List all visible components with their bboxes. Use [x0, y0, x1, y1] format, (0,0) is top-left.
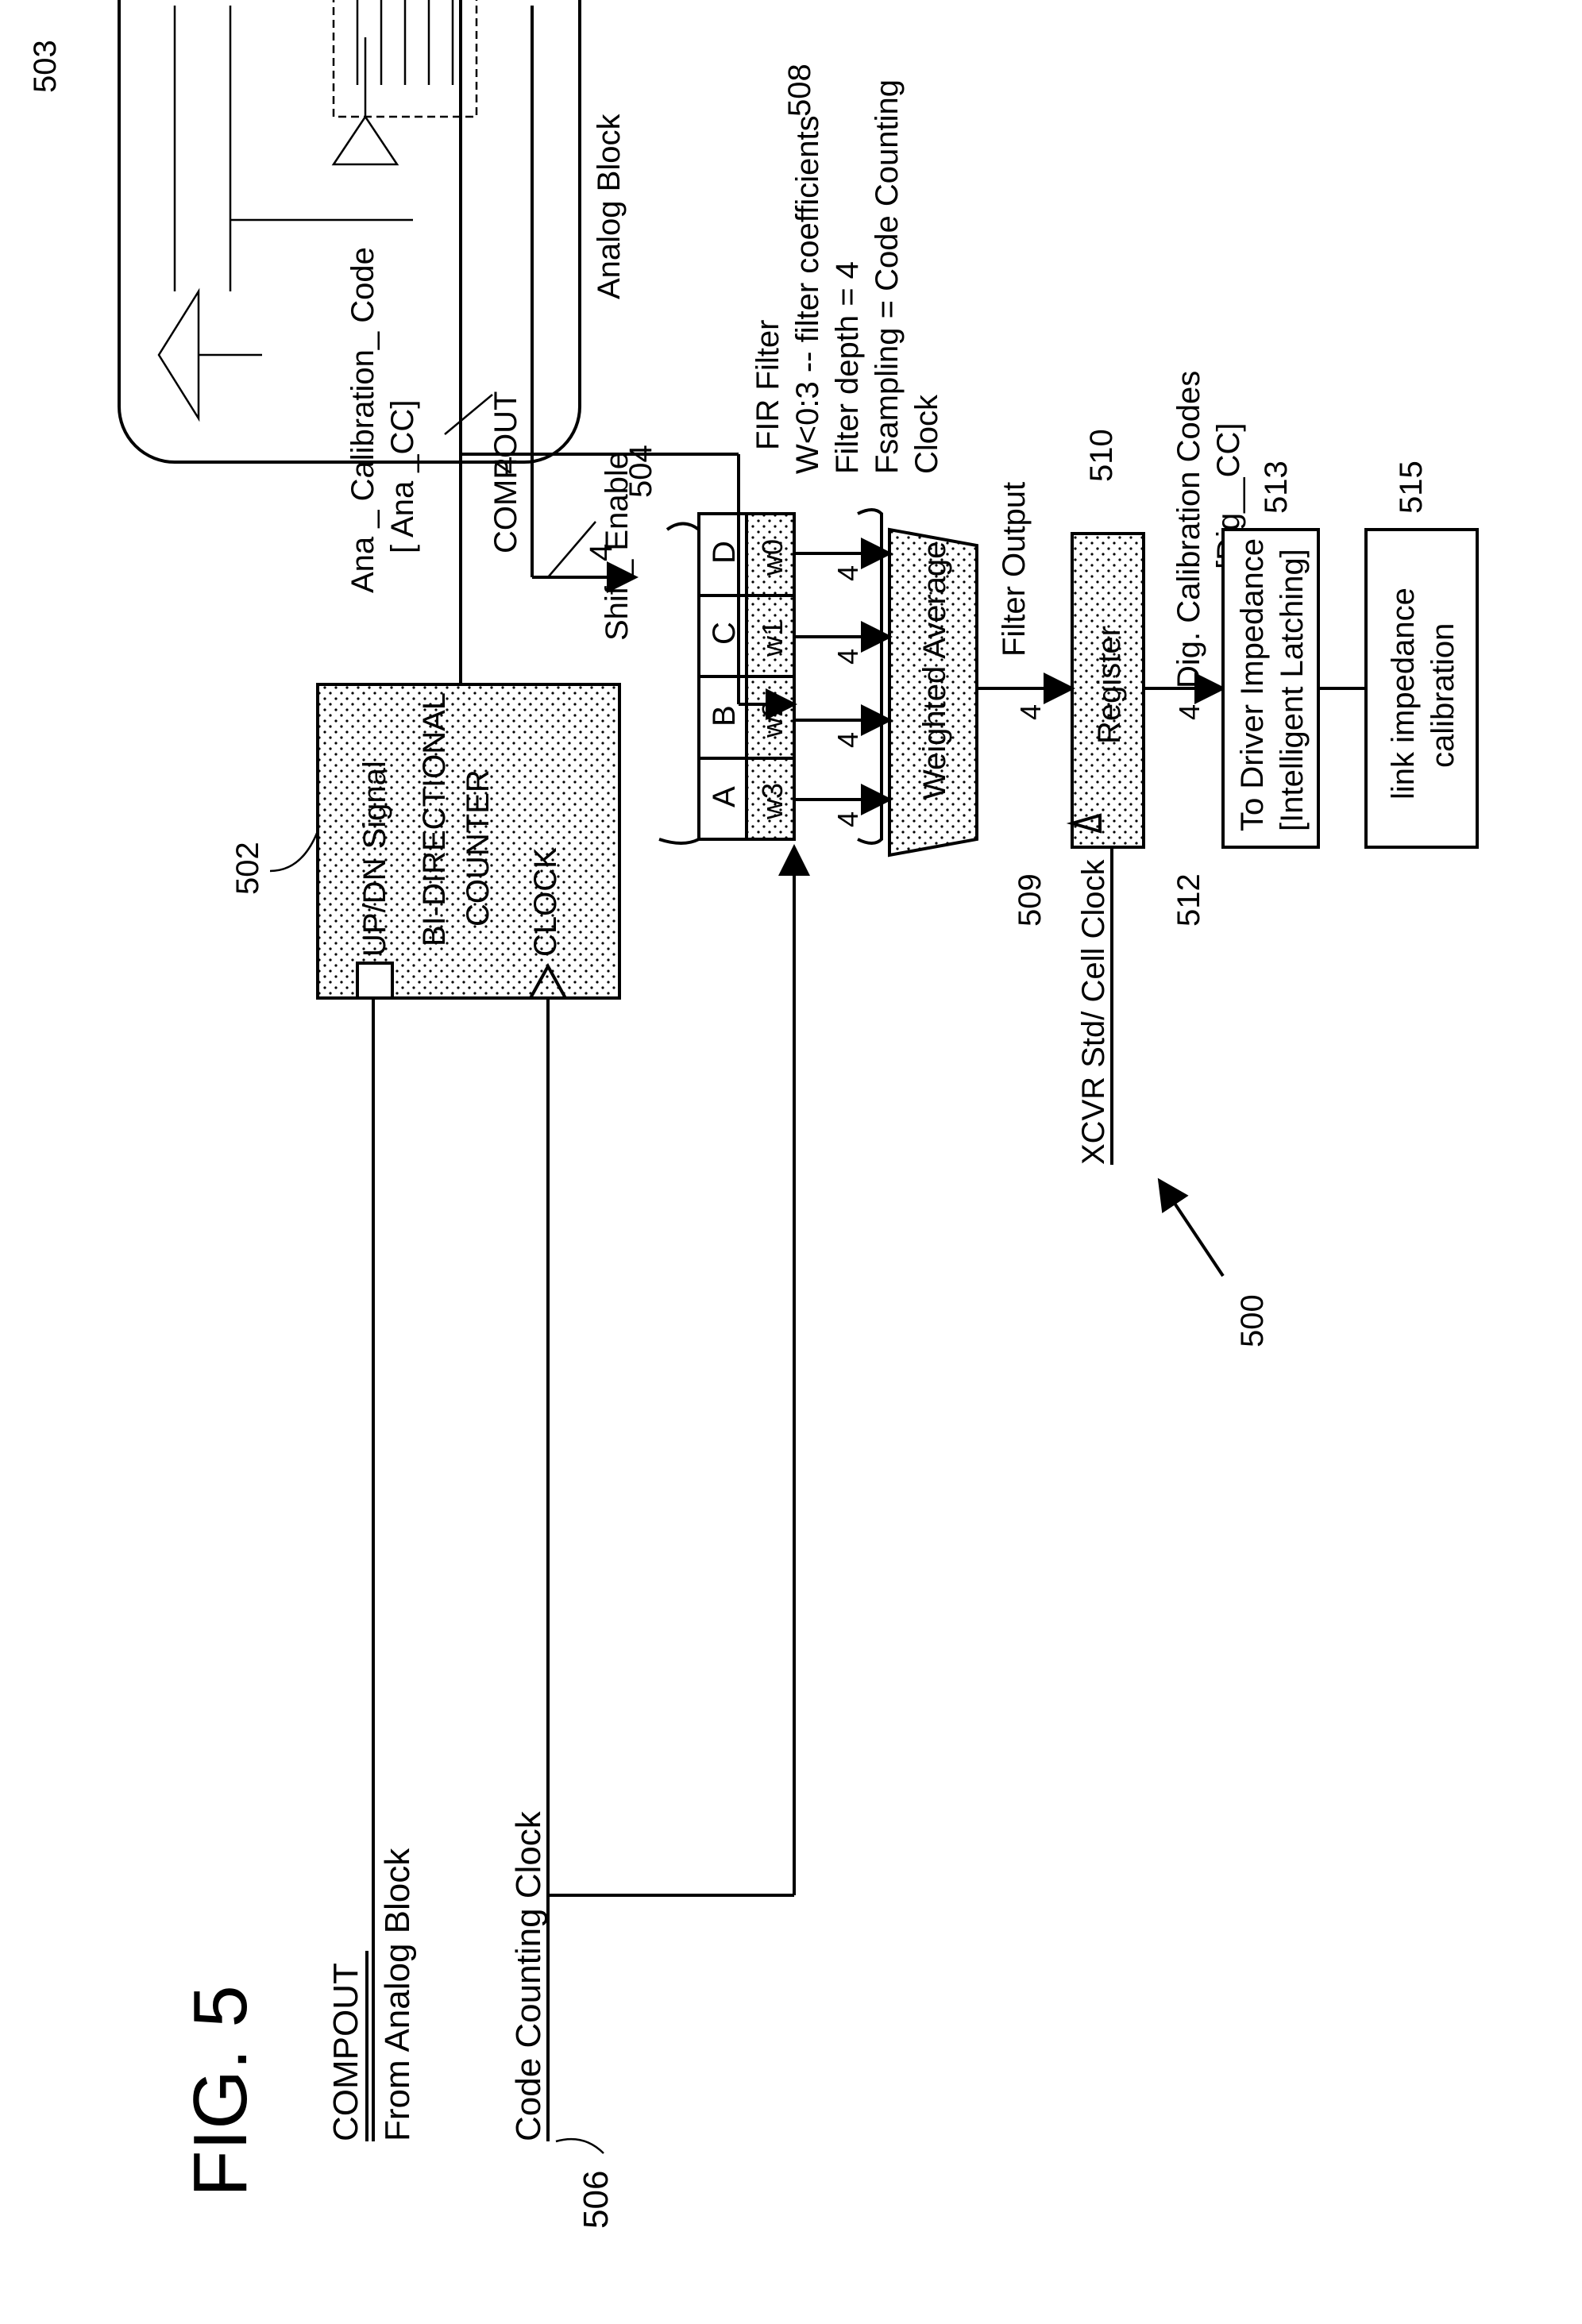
counter-clock-label: CLOCK: [528, 847, 563, 957]
weight-taps: [794, 553, 889, 800]
figure-ref-500: 500: [1235, 1294, 1270, 1347]
fir-line-2: Filter depth = 4: [830, 261, 865, 474]
xcvr-clock-label: XCVR Std/ Cell Clock: [1076, 858, 1111, 1165]
tap-width-w1: 4: [832, 649, 864, 665]
link-ref: 515: [1394, 461, 1429, 514]
driver-ref: 513: [1259, 461, 1294, 514]
link-line1: link impedance: [1386, 588, 1421, 800]
tap-width-w0: 4: [832, 565, 864, 581]
weight-w0: w0: [756, 539, 789, 576]
fir-brace: [858, 510, 882, 843]
dig-cc-line1: Dig. Calibration Codes: [1171, 371, 1206, 688]
analog-schematic: [159, 0, 477, 418]
shift-ref-number: 504: [623, 445, 658, 498]
compout-feedback-label: COMPOUT: [488, 391, 523, 553]
clock-ref-leader: [556, 2139, 604, 2153]
link-line2: calibration: [1426, 623, 1460, 768]
counter-updn-label: UP/DN Signal: [357, 761, 392, 957]
filter-output-ref: 509: [1013, 873, 1048, 927]
figure-title: FIG. 5: [178, 1985, 263, 2197]
fir-ref-number: 508: [782, 64, 817, 117]
filter-output-width: 4: [1014, 704, 1047, 720]
tap-width-w2: 4: [832, 732, 864, 748]
clock-input-label: Code Counting Clock: [509, 1810, 548, 2141]
shift-cell-c: C: [707, 622, 742, 645]
fir-line-1: W<0:3 -- filter coefficients: [790, 115, 825, 474]
weight-w1: w1: [756, 620, 789, 657]
ana-cc-line2: [ Ana _CC]: [385, 400, 420, 553]
shift-enable-brace: [659, 524, 699, 844]
fir-line-4: Clock: [909, 394, 944, 474]
clock-ref-number: 506: [577, 2171, 615, 2229]
compout-input-label: COMPOUT: [326, 1963, 365, 2141]
analog-ref: 503: [28, 40, 63, 93]
figure-ref-500-arrow: [1159, 1181, 1223, 1276]
tap-width-w3: 4: [832, 811, 864, 827]
weight-w2: w2: [756, 701, 789, 738]
analog-block-label: Analog Block: [592, 114, 627, 299]
shift-cell-d: D: [707, 541, 742, 564]
bus-slash-2: [445, 395, 492, 434]
weighted-average-label: Weighted Average: [917, 541, 952, 800]
updn-port: [357, 963, 392, 998]
counter-ref-leader: [270, 831, 318, 871]
weight-w3: w3: [756, 783, 789, 820]
shift-cell-a: A: [707, 786, 742, 807]
counter-line2: COUNTER: [461, 769, 496, 927]
register-ref: 510: [1084, 429, 1119, 482]
compout-source-label: From Analog Block: [378, 1848, 417, 2141]
register-label: Register: [1092, 626, 1127, 744]
driver-line1: To Driver Impedance: [1235, 538, 1270, 831]
shift-cell-b: B: [707, 705, 742, 726]
ana-cc-line1: Ana _ Calibration_ Code: [345, 247, 380, 593]
dig-cc-ref: 512: [1171, 873, 1206, 927]
counter-line1: BI-DIRECTIONAL: [417, 692, 452, 946]
driver-line2: [Intelligent Latching]: [1275, 549, 1310, 831]
link-impedance-box: [1366, 530, 1477, 847]
filter-output-label: Filter Output: [997, 482, 1032, 657]
fir-line-3: Fsampling = Code Counting: [870, 79, 905, 474]
counter-ref-number: 502: [230, 842, 265, 895]
fir-line-0: FIR Filter: [750, 320, 785, 450]
dig-cc-width: 4: [1173, 704, 1206, 720]
